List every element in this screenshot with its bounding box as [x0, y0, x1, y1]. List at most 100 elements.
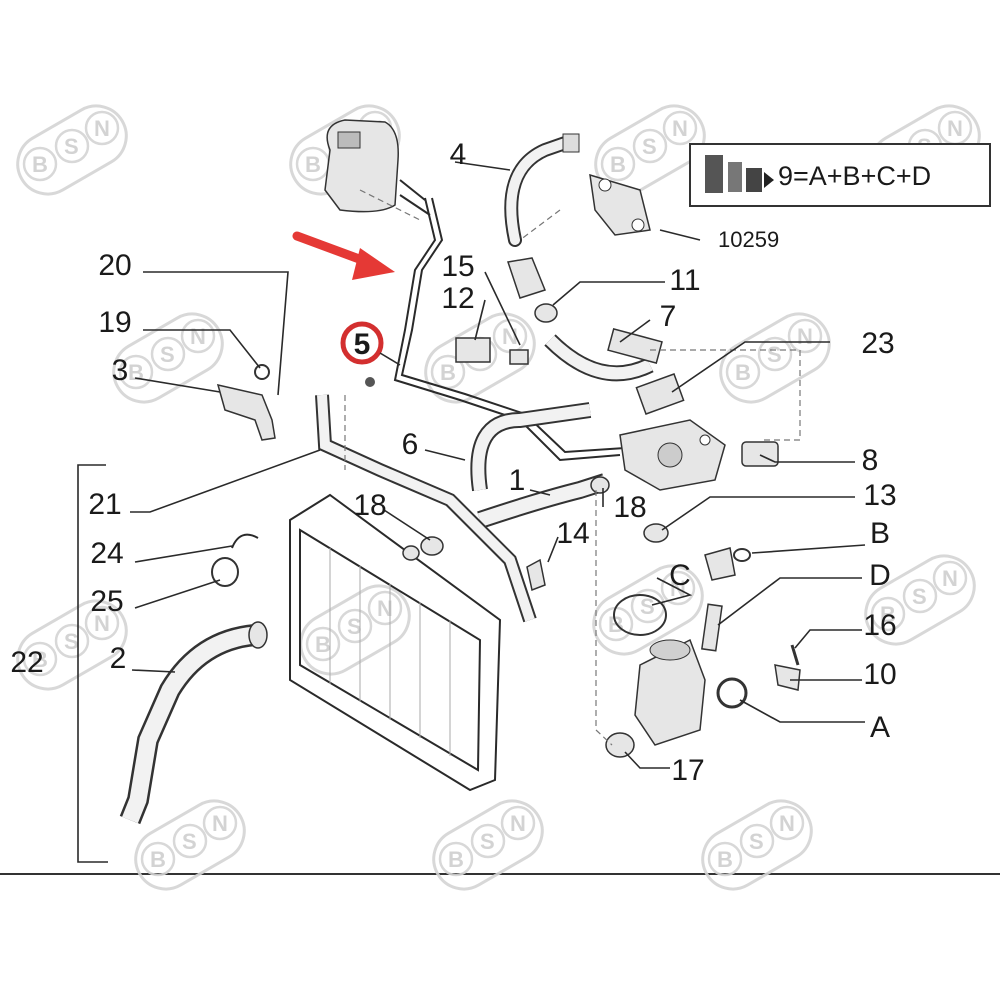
callout-20: 20 [98, 249, 131, 282]
callout-7: 7 [660, 300, 677, 333]
svg-text:S: S [749, 829, 764, 854]
clamp-part-18 [402, 476, 610, 561]
callout-17: 17 [671, 754, 704, 787]
callout-a: A [870, 711, 890, 744]
o-ring-part-b [733, 548, 751, 562]
radiator [289, 493, 502, 792]
ring-part-25 [211, 557, 239, 587]
highlight-arrow [292, 231, 395, 280]
svg-text:N: N [190, 324, 206, 349]
svg-text:S: S [480, 829, 495, 854]
callout-14: 14 [556, 517, 589, 550]
svg-text:B: B [32, 152, 48, 177]
reference-code: 10259 [718, 227, 779, 252]
callout-b: B [870, 517, 890, 550]
svg-text:S: S [347, 614, 362, 639]
callout-11: 11 [669, 264, 700, 297]
watermark: B S N [288, 573, 422, 687]
pipe-part-d [701, 603, 723, 652]
thermostat-housing [507, 257, 558, 323]
parts-kit-icon [705, 155, 774, 193]
callout-21: 21 [88, 488, 121, 521]
svg-text:N: N [779, 811, 795, 836]
clip-part-24 [231, 533, 259, 549]
callout-c: C [669, 559, 691, 592]
svg-text:B: B [440, 360, 456, 385]
callout-18-left: 18 [353, 489, 386, 522]
watermark: B S N [690, 788, 824, 902]
hose-part-2 [119, 621, 268, 825]
fitting-part-23 [635, 373, 685, 415]
svg-text:N: N [94, 611, 110, 636]
watermark: B S N [853, 543, 987, 657]
svg-text:S: S [912, 584, 927, 609]
leader-lines [130, 161, 866, 769]
svg-text:B: B [735, 360, 751, 385]
seal-part-c [613, 547, 736, 636]
sensor-part-12 [455, 337, 529, 365]
callout-d: D [869, 559, 891, 592]
water-outlet-housing [619, 419, 726, 491]
flange-part-10259 [589, 173, 651, 236]
callout-4: 4 [450, 138, 467, 171]
callout-18-right: 18 [613, 491, 646, 524]
svg-text:S: S [64, 629, 79, 654]
svg-text:N: N [502, 324, 518, 349]
cap-part-8 [741, 441, 779, 467]
svg-text:N: N [942, 566, 958, 591]
hose-part-4 [504, 133, 580, 247]
callout-13: 13 [863, 479, 896, 512]
hose-part-21 [315, 394, 537, 623]
svg-text:N: N [947, 116, 963, 141]
watermark: B S N [583, 93, 717, 207]
callout-24: 24 [90, 537, 123, 570]
hose-part-6 [470, 402, 592, 492]
svg-text:N: N [510, 811, 526, 836]
svg-text:B: B [305, 152, 321, 177]
svg-text:N: N [672, 116, 688, 141]
fitting-part-10 [774, 664, 801, 691]
svg-text:B: B [610, 152, 626, 177]
leader-line [659, 229, 701, 241]
watermark: B S N [708, 301, 842, 415]
nut-part-19 [254, 364, 270, 380]
filter-housing [634, 638, 748, 746]
svg-text:N: N [212, 811, 228, 836]
callout-1: 1 [509, 464, 526, 497]
assembly-dashed-lines [344, 189, 801, 746]
svg-text:B: B [448, 847, 464, 872]
hose-part-5 [393, 197, 626, 462]
callout-6: 6 [402, 428, 419, 461]
svg-text:B: B [315, 632, 331, 657]
svg-text:S: S [160, 342, 175, 367]
bracket-part-3 [216, 383, 276, 441]
callout-labels: 20 19 3 21 24 25 22 2 4 15 12 11 7 23 6 … [10, 138, 896, 787]
callout-16: 16 [863, 609, 896, 642]
bolt-part-16 [790, 644, 800, 666]
group-bracket-22 [77, 464, 108, 863]
watermark-layer: B S N B S N B S N B S N B S N [5, 93, 992, 902]
watermark: B S N [421, 788, 555, 902]
expansion-tank [324, 119, 431, 216]
svg-text:N: N [797, 324, 813, 349]
hose-part-1 [477, 473, 608, 529]
callout-12: 12 [441, 282, 474, 315]
callout-25: 25 [90, 585, 123, 618]
svg-text:B: B [128, 360, 144, 385]
svg-text:B: B [717, 847, 733, 872]
bracket-part-14 [526, 558, 546, 592]
svg-text:S: S [182, 829, 197, 854]
callout-22: 22 [10, 646, 43, 679]
svg-text:B: B [32, 647, 48, 672]
callout-10: 10 [863, 658, 896, 691]
watermark: B S N [123, 788, 257, 902]
clamp-part-13 [643, 523, 669, 543]
svg-text:S: S [642, 134, 657, 159]
sleeve-part-17 [605, 732, 635, 758]
callout-8: 8 [862, 444, 879, 477]
callout-3: 3 [112, 354, 129, 387]
svg-text:5: 5 [354, 328, 371, 361]
watermark: B S N [5, 93, 139, 207]
svg-text:B: B [880, 602, 896, 627]
